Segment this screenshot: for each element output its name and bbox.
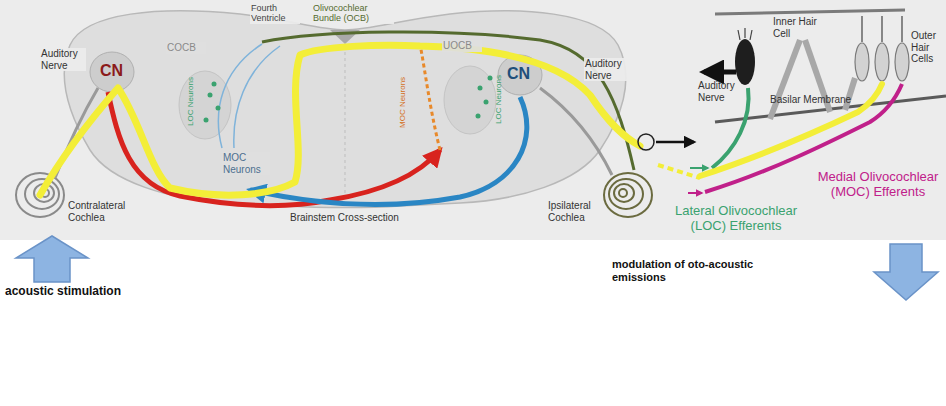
cochlea-label: Ipsilateral Cochlea [548,200,604,223]
outer-hair-cell [855,43,909,81]
nerve-label: Auditory Nerve [40,48,86,71]
response-arrow [874,244,938,300]
neuron-label: LOC Neurons [494,75,503,124]
bundle-label: UOCB [442,40,482,52]
cochlear-nucleus [90,52,134,92]
neuron-label: LOC Neurons [186,77,195,126]
tectorial-membrane [715,10,905,14]
reflex-pathway [40,45,640,195]
neuron-label: MOC Neurons [398,77,407,128]
supporting-cell [770,40,855,119]
neuron-label: MOC Neurons [222,152,270,175]
stereocilia [738,16,902,42]
efferent-label: Medial Olivocochlear (MOC) Efferents [812,170,944,200]
stimulus-arrow [16,236,88,282]
panel-ground [0,0,946,240]
inner-hair-cell [735,39,755,85]
cochlea-spiral [604,173,652,217]
midline [345,34,346,204]
membrane-label: Basilar Membrane [770,94,870,106]
bundle-label: COCB [166,42,206,54]
auditory-nerve [540,88,612,175]
caption-note: acoustic stimulation [5,285,165,299]
efferent-arrow [688,192,702,194]
callout-circle [638,134,654,150]
efferent-label: Lateral Olivocochlear (LOC) Efferents [664,204,808,234]
crossing-fibre [234,46,280,148]
caption-note: modulation of oto-acoustic emissions [612,258,754,283]
olive-region [179,71,231,139]
auditory-nerve-fibre [704,70,736,75]
loc-neuron-dots [204,76,493,123]
bundle-label: Olivocochlear Bundle (OCB) [312,3,394,24]
reflex-pathway [658,165,700,178]
callout-arrow [656,141,694,144]
uncrossed-fibre [420,44,440,150]
region-label: Fourth Ventricle [250,3,300,24]
nerve-label: Auditory Nerve [698,80,744,103]
cell-label: Outer Hair Cells [910,30,944,65]
nucleus-label: CN [100,62,126,80]
cell-label: Inner Hair Cell [772,16,822,39]
crossing-fibre [218,44,262,148]
olive-region [444,66,496,134]
cochlea-label: Contralateral Cochlea [68,200,134,223]
nucleus-label: CN [507,65,535,83]
nerve-label: Auditory Nerve [584,58,632,81]
section-label: Brainstem Cross-section [290,212,420,224]
efferent-arrow [690,167,708,169]
afferent-pathway [250,97,527,205]
